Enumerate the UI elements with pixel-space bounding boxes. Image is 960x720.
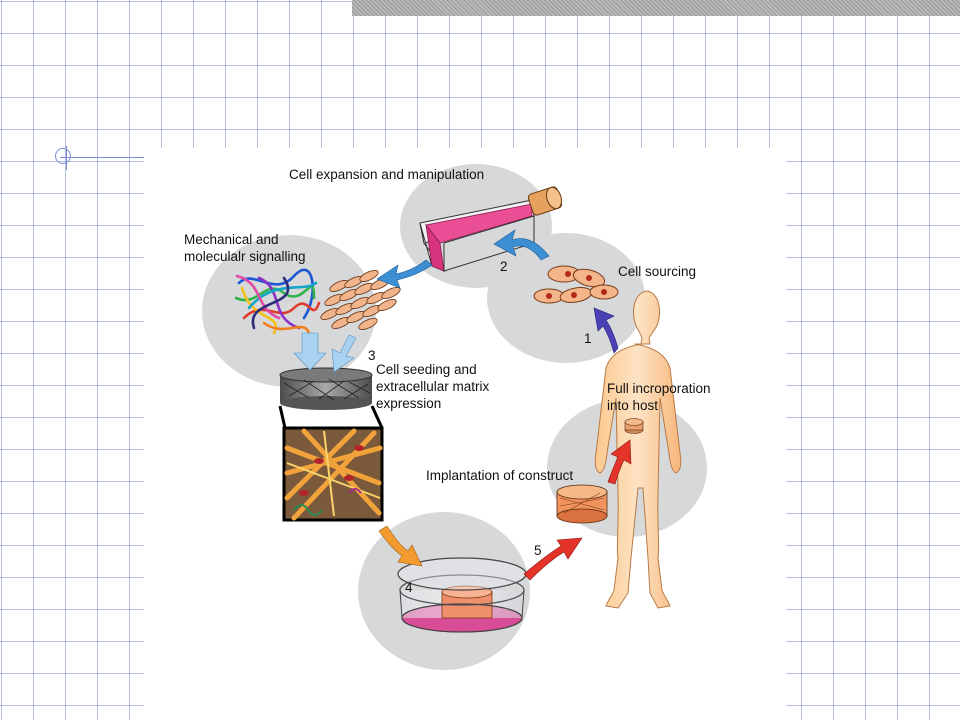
arrow-body-to-sourcing xyxy=(593,307,619,354)
arrow-cells-to-scaffold xyxy=(331,334,357,373)
sourced-cells-illustration xyxy=(533,265,619,304)
cell-mat-illustration xyxy=(320,270,401,330)
construct-illustration xyxy=(556,484,608,524)
slide-decoration-ring xyxy=(55,148,71,164)
scaffold-zoom-lines xyxy=(278,405,384,429)
scaffold-fibre-inset xyxy=(282,426,384,522)
scaffold-disc-illustration xyxy=(279,367,373,410)
process-arrows xyxy=(293,229,632,581)
label-implantation: Implantation of construct xyxy=(426,468,574,483)
step-number-5: 5 xyxy=(534,543,542,558)
step-number-4: 4 xyxy=(405,580,413,595)
step-number-1: 1 xyxy=(584,331,592,346)
arrow-fibres-to-scaffold xyxy=(293,332,327,371)
petri-dish-illustration xyxy=(397,557,527,633)
arrow-sourcing-to-expansion xyxy=(493,229,550,261)
slide-decoration-line xyxy=(60,157,144,158)
step-number-2: 2 xyxy=(500,259,508,274)
label-cell-seeding: Cell seeding and extracellular matrix ex… xyxy=(376,362,490,411)
label-mechanical-signalling: Mechanical and moleculalr signalling xyxy=(184,232,306,264)
arrow-dish-to-construct xyxy=(523,537,583,581)
label-cell-sourcing: Cell sourcing xyxy=(618,264,697,279)
arrow-construct-to-body xyxy=(607,439,632,485)
culture-flask-illustration xyxy=(419,186,563,273)
tissue-engineering-figure: Cell expansion and manipulation Mechanic… xyxy=(144,148,786,720)
arrow-expansion-to-signalling xyxy=(376,259,433,289)
human-body-illustration xyxy=(594,290,682,609)
signalling-fibres-illustration xyxy=(234,268,321,335)
step-number-3: 3 xyxy=(368,348,376,363)
header-hatched-band xyxy=(352,0,960,16)
process-diagram xyxy=(202,164,707,670)
label-full-incorporation: Full incroporation into host xyxy=(607,381,711,413)
label-cell-expansion: Cell expansion and manipulation xyxy=(289,167,485,182)
arrow-inset-to-dish xyxy=(378,525,423,567)
